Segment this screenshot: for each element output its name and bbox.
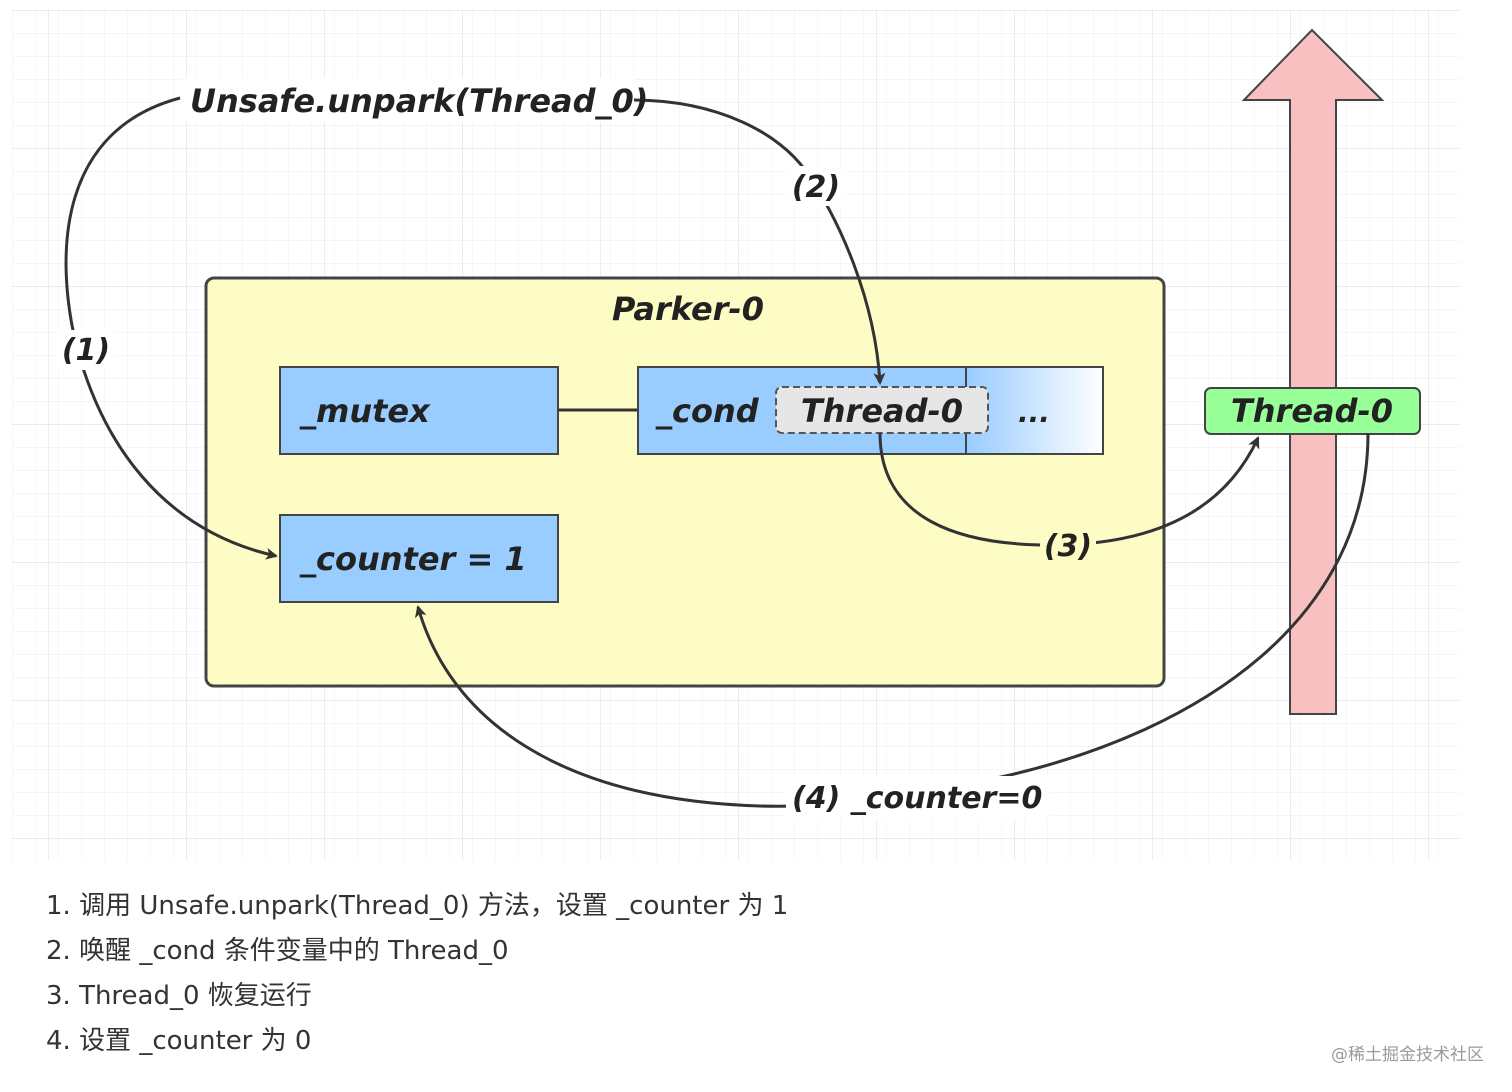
step1-label-bg xyxy=(58,330,114,370)
cond-more-label: ... xyxy=(1018,396,1050,429)
step4-label-bg xyxy=(786,776,1050,820)
steps-list: 1. 调用 Unsafe.unpark(Thread_0) 方法，设置 _cou… xyxy=(46,884,788,1064)
call-label: Unsafe.unpark(Thread_0) xyxy=(190,82,648,120)
counter-box xyxy=(279,514,559,603)
mutex-label: _mutex xyxy=(299,392,431,430)
parker-unpark-diagram: Parker-0 _mutex _cond Thread-0 ... _coun… xyxy=(12,10,1460,860)
cond-waiting-thread xyxy=(775,386,989,434)
step1-label: (1) xyxy=(62,333,110,368)
list-item: 3. Thread_0 恢复运行 xyxy=(46,981,312,1011)
list-item: 2. 唤醒 _cond 条件变量中的 Thread_0 xyxy=(46,936,509,966)
list-item: 1. 调用 Unsafe.unpark(Thread_0) 方法，设置 _cou… xyxy=(46,891,789,921)
counter-label: _counter = 1 xyxy=(299,540,527,578)
step2-label-bg xyxy=(788,166,844,206)
step2-label: (2) xyxy=(792,170,840,205)
thread-box xyxy=(1204,387,1421,435)
parker-container xyxy=(204,276,1166,688)
call-label-bg xyxy=(182,78,634,122)
cond-label: _cond xyxy=(655,392,760,430)
cond-thread-label: Thread-0 xyxy=(801,392,963,430)
list-item: 4. 设置 _counter 为 0 xyxy=(46,1026,312,1056)
step3-label: (3) xyxy=(1044,529,1092,564)
mutex-box xyxy=(279,366,559,455)
step3-label-bg xyxy=(1040,524,1096,564)
step4-label: (4) _counter=0 xyxy=(792,781,1042,816)
thread-label: Thread-0 xyxy=(1231,392,1393,430)
thread-run-arrow xyxy=(1241,28,1385,715)
parker-title: Parker-0 xyxy=(612,290,764,328)
site-watermark: @稀土掘金技术社区 xyxy=(1331,1045,1484,1065)
